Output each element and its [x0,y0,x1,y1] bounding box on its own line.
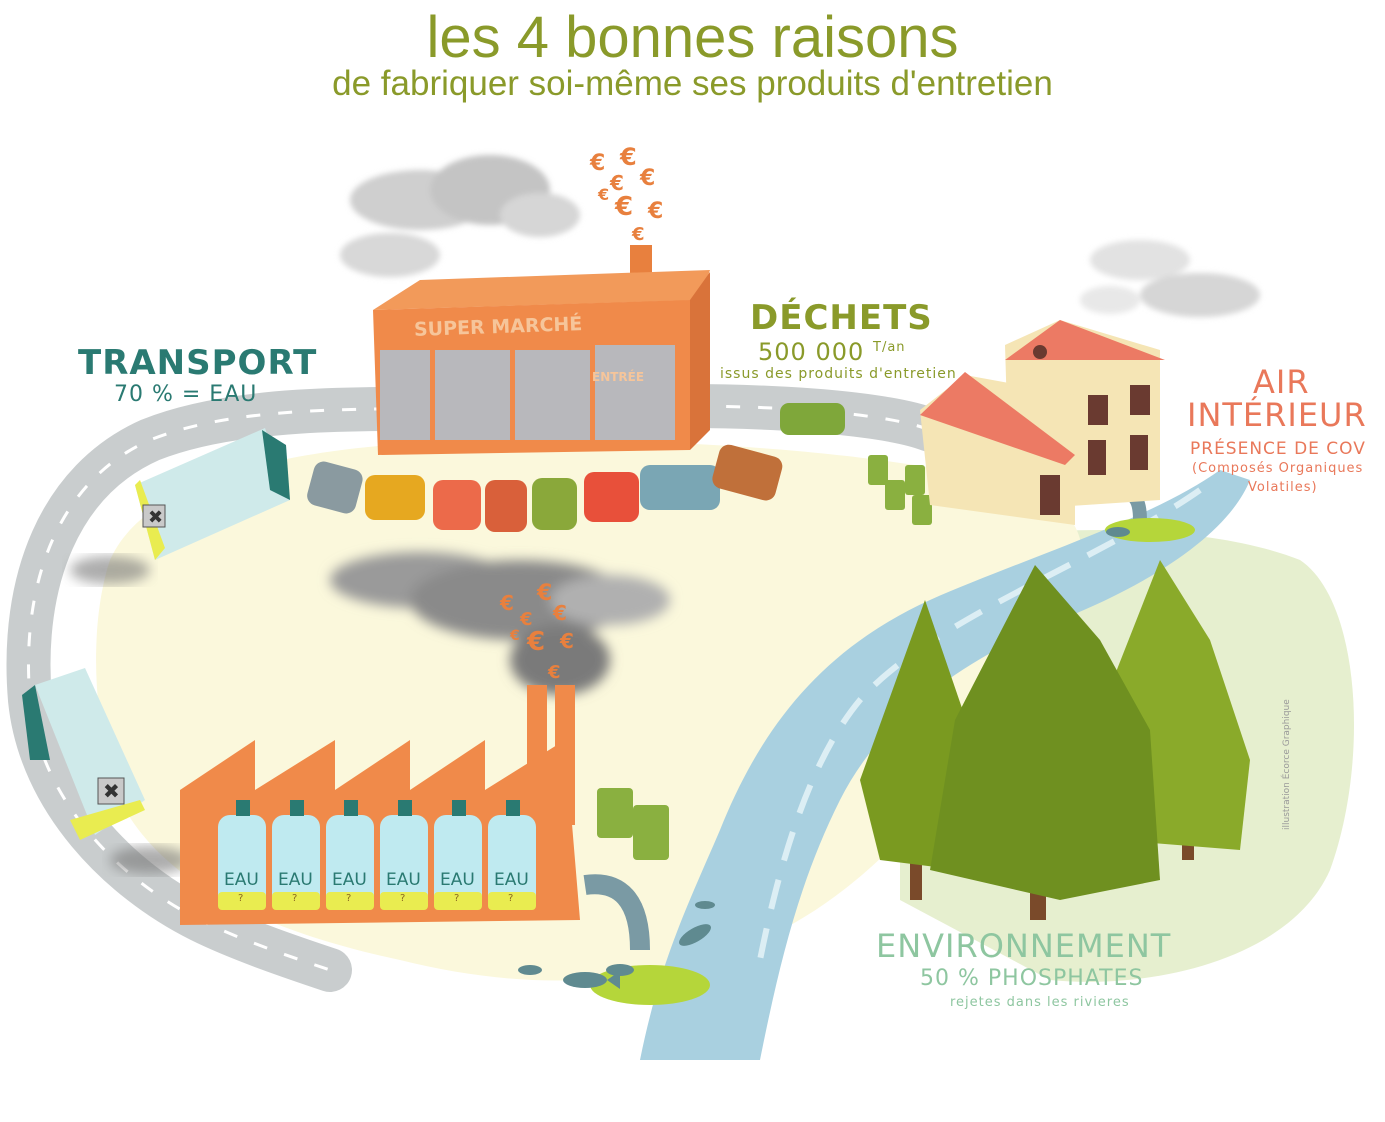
dechets-amount: 500 000 [758,338,865,366]
bottle-mark: ? [238,893,244,904]
dechets-unit: T/an [873,340,906,355]
svg-text:€: € [597,185,609,204]
illustrator-signature: illustration Écorce Graphique [1282,699,1292,830]
euro-symbols: € € € € € € € € [589,143,663,245]
bottle-label: EAU [386,870,421,890]
svg-text:€: € [589,151,605,176]
environnement-detail: 50 % PHOSPHATES [920,966,1144,991]
bottle-label: EAU [494,870,529,890]
euro-symbols: € € € € € € € € [499,581,574,683]
svg-text:€: € [547,662,561,683]
svg-text:€: € [536,581,552,606]
truck-top: ✖ [135,428,290,560]
factory-smoke [330,552,670,695]
transport-detail: 70 % = EAU [114,382,258,407]
transport-heading: TRANSPORT [78,343,318,383]
river [640,470,1250,1060]
fir-tree [930,565,1160,920]
dechets-detail: issus des produits d'entretien [720,366,957,382]
svg-text:€: € [509,628,520,644]
bottle-label: EAU [278,870,313,890]
truck-exhaust [110,846,190,874]
svg-text:€: € [631,224,645,245]
bottle-mark: ? [508,893,514,904]
trash-bins [597,455,932,860]
svg-text:✖: ✖ [148,507,163,527]
svg-text:€: € [526,627,545,657]
svg-text:€: € [519,609,533,630]
svg-text:€: € [559,629,574,653]
environnement-heading: ENVIRONNEMENT [876,927,1172,965]
truck-bottom: ✖ [22,668,145,840]
svg-text:€: € [609,171,624,195]
supermarket-entrance-sign: ENTRÉE [592,370,645,384]
bottle-mark: ? [454,893,460,904]
bottle-label: EAU [332,870,367,890]
svg-text:€: € [499,591,514,615]
environnement-note: rejetes dans les rivieres [950,995,1130,1010]
air-note-line2: Volatiles) [1248,480,1318,495]
svg-text:€: € [614,192,633,222]
bottle-mark: ? [346,893,352,904]
polluted-water [1105,518,1195,542]
parked-cars [307,403,845,532]
svg-text:€: € [639,166,655,191]
svg-text:€: € [552,601,567,625]
bottle-mark: ? [400,893,406,904]
page-subtitle: de fabriquer soi-même ses produits d'ent… [332,64,1053,103]
air-heading-line2: INTÉRIEUR [1187,396,1367,434]
cloud [1080,240,1260,317]
bottle-label: EAU [224,870,259,890]
dechets-heading: DÉCHETS [750,298,933,338]
air-detail: PRÉSENCE DE COV [1190,439,1366,459]
fish [518,527,1130,989]
supermarket [373,245,710,455]
truck-exhaust [70,556,150,584]
svg-text:✖: ✖ [103,781,120,803]
bottle-label: EAU [440,870,475,890]
house [920,320,1165,525]
drain-pipe [583,874,650,951]
cloud [340,155,580,277]
svg-text:€: € [619,143,637,171]
bottle-mark: ? [292,893,298,904]
air-heading-line1: AIR [1253,363,1310,401]
river-highlight [757,487,1202,961]
page-title: les 4 bonnes raisons [426,5,959,70]
air-note-line1: (Composés Organiques [1192,461,1364,476]
svg-text:€: € [647,199,663,224]
detergent-bottles [218,800,536,910]
